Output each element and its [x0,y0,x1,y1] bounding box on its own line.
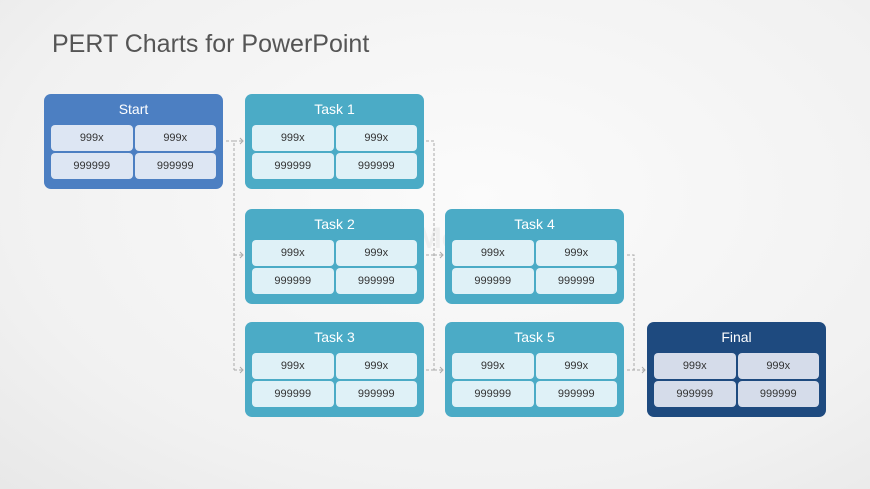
node-cell: 999x [335,125,417,151]
node-cell: 999999 [535,268,617,294]
node-cell: 999x [535,353,617,379]
node-cell: 999x [535,240,617,266]
arrow-icon [239,251,244,259]
node-cell: 999999 [452,381,534,407]
node-cell: 999999 [252,381,334,407]
arrow-icon [439,366,444,374]
node-title: Task 4 [514,216,555,232]
node-title: Task 1 [314,101,355,117]
node-cell: 999999 [452,268,534,294]
node-cell: 999x [134,125,216,151]
node-cell: 999x [252,240,334,266]
node-cell: 999x [452,240,534,266]
node-title: Final [721,329,752,345]
node-cell: 999999 [535,381,617,407]
node-cell: 999999 [134,153,216,179]
arrow-icon [239,137,244,145]
node-cell: 999x [252,353,334,379]
node-cell: 999999 [252,268,334,294]
page-title: PERT Charts for PowerPoint [52,30,370,58]
node-cell: 999x [737,353,819,379]
arrow-icon [439,251,444,259]
node-cell: 999x [335,353,417,379]
arrow-icon [239,366,244,374]
connector-task1 [426,140,443,371]
node-title: Task 5 [514,329,555,345]
node-cell: 999x [51,125,133,151]
node-cell: 999x [452,353,534,379]
node-cell: 999999 [51,153,133,179]
node-title: Task 2 [314,216,355,232]
node-title: Start [118,101,149,117]
node-cell: 999x [654,353,736,379]
arrow-icon [641,366,646,374]
node-cell: 999999 [252,153,334,179]
node-cell: 999999 [335,381,417,407]
node-cell: 999999 [654,381,736,407]
node-title: Task 3 [314,329,355,345]
node-cell: 999x [252,125,334,151]
connector-task4 [627,254,645,371]
node-cell: 999x [335,240,417,266]
node-cell: 999999 [335,153,417,179]
node-cell: 999999 [335,268,417,294]
connector-start [226,140,243,371]
node-cell: 999999 [737,381,819,407]
